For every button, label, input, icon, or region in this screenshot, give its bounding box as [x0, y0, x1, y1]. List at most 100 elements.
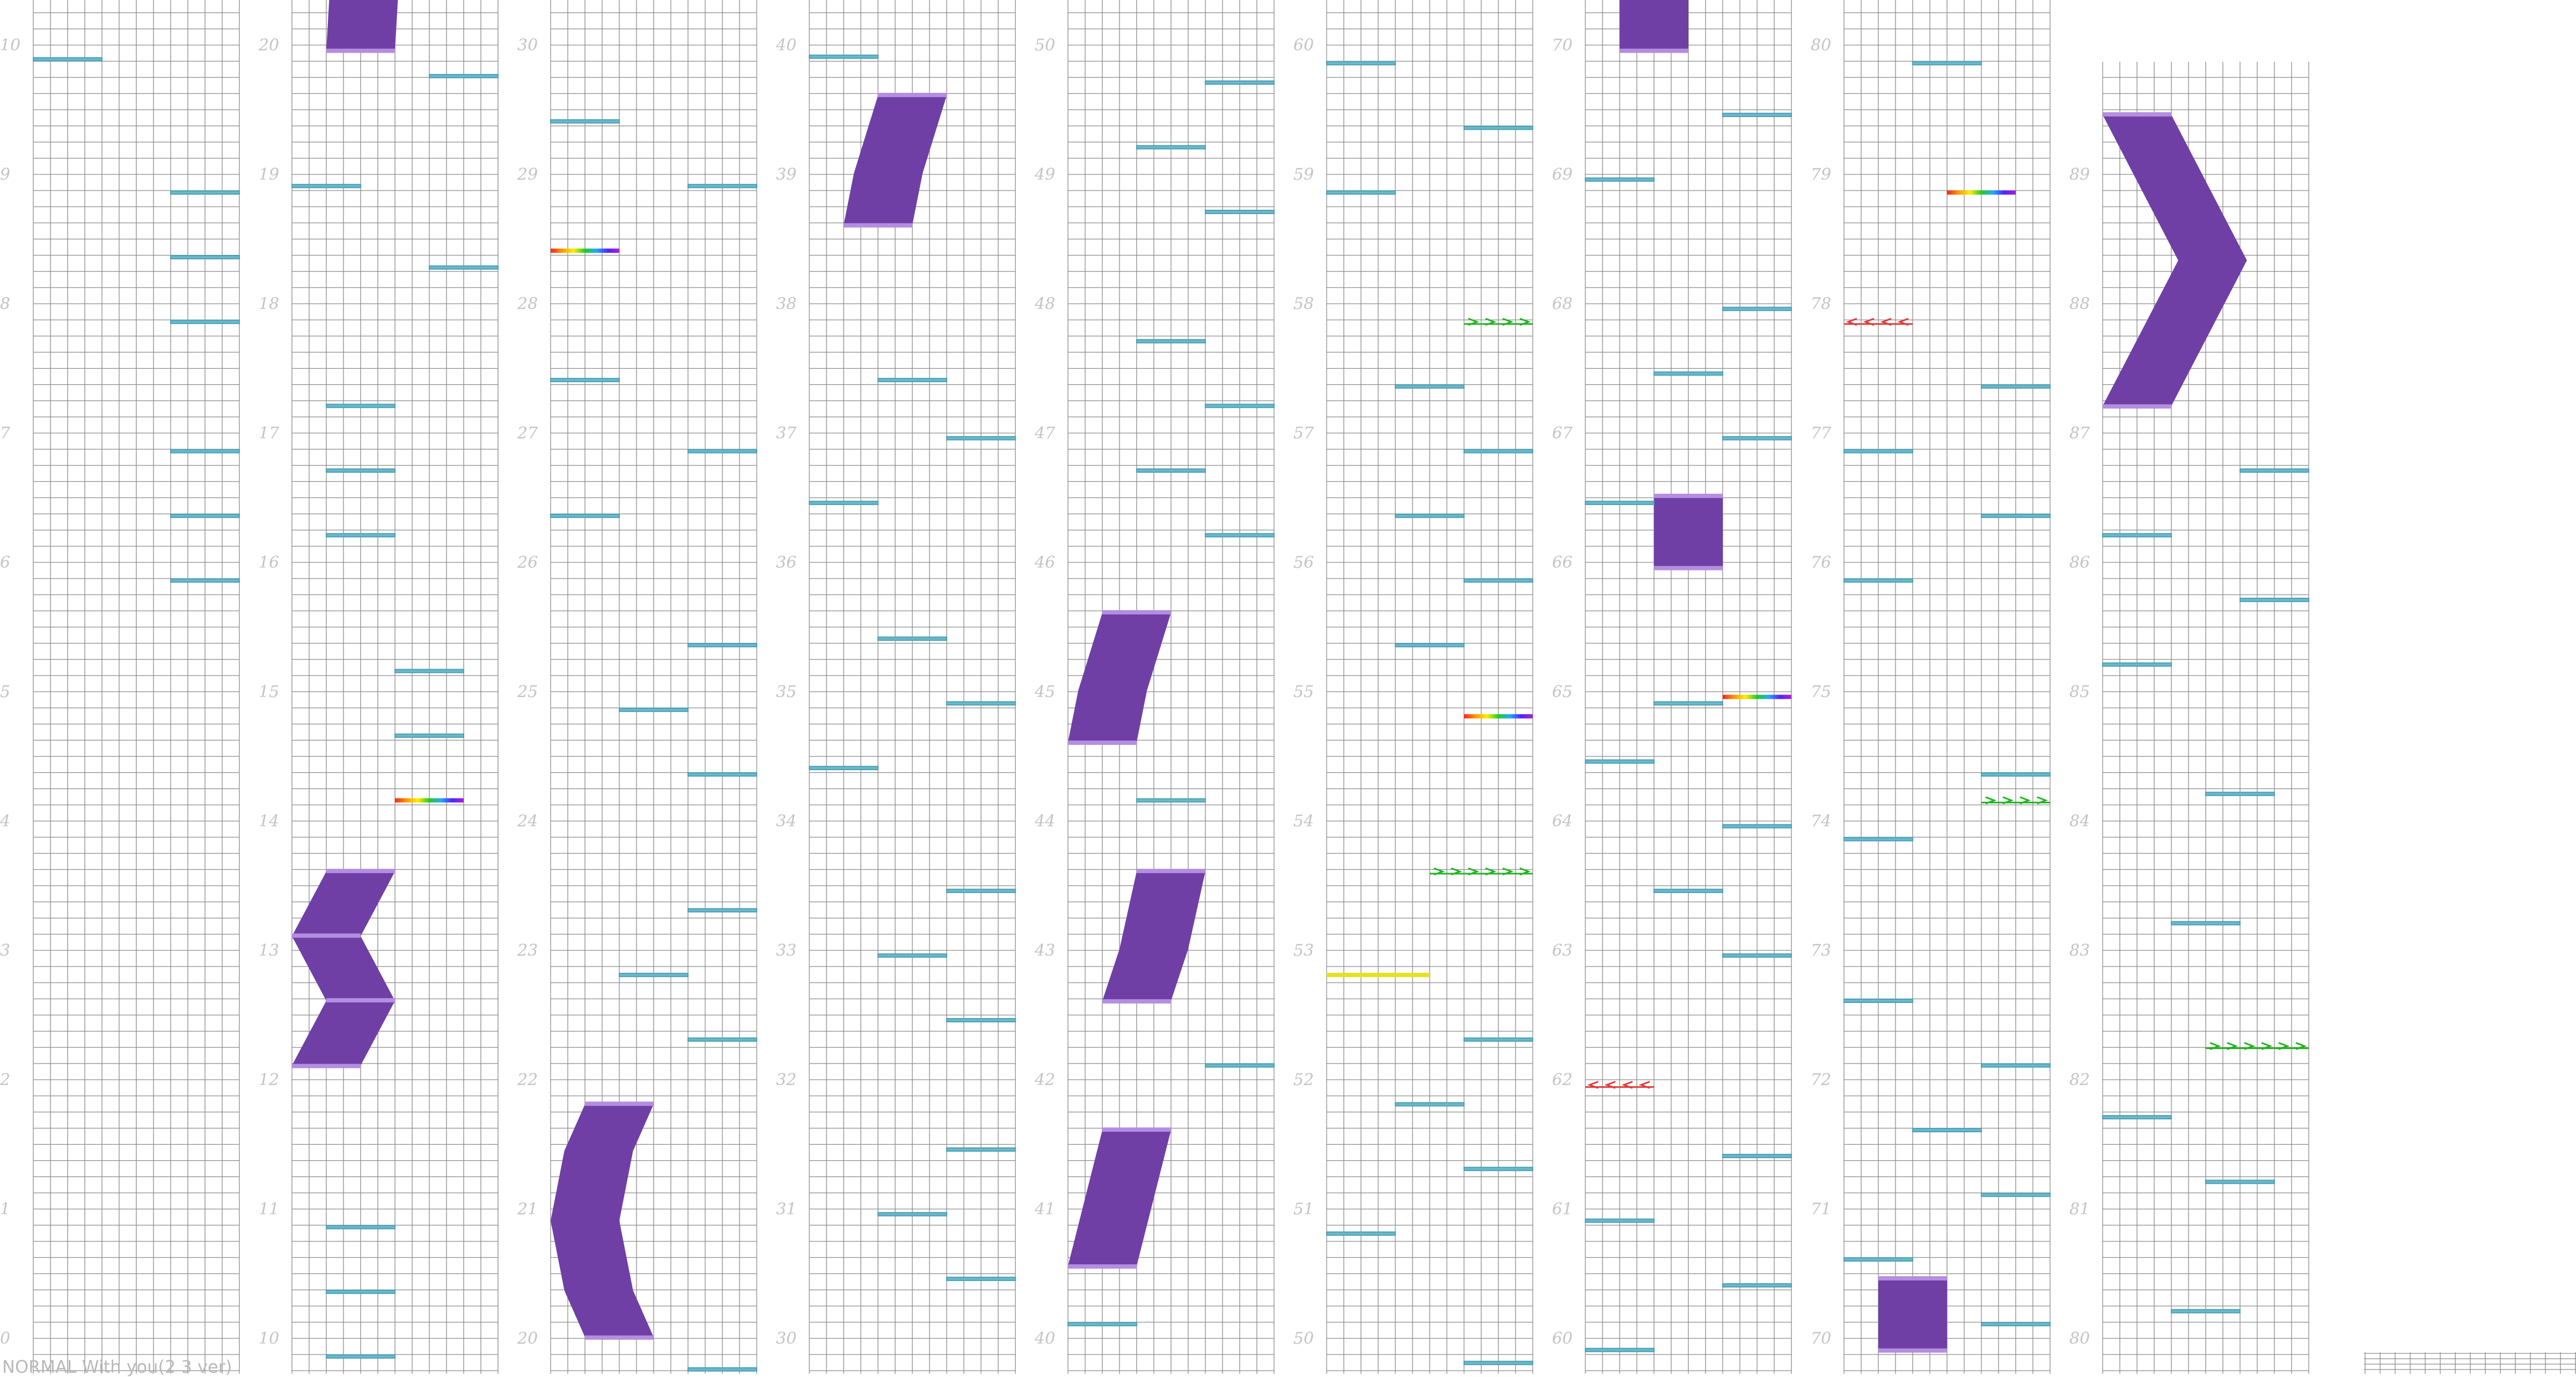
measure-label: 51: [1293, 1200, 1314, 1219]
tap-note: [1585, 501, 1655, 506]
hold-end-cap: [326, 998, 395, 1002]
mini-timeline: [2364, 1352, 2576, 1374]
tap-note: [1981, 1063, 2051, 1068]
measure-label: 23: [517, 941, 538, 960]
measure-label: 47: [1035, 424, 1056, 443]
flick-right-arrow: [2295, 1042, 2307, 1050]
measure-label: 67: [1552, 424, 1573, 443]
tap-note: [1981, 384, 2051, 389]
tap-note: [1326, 190, 1396, 195]
tap-note: [877, 1212, 947, 1217]
measure-label: 62: [1552, 1071, 1572, 1089]
tap-note: [170, 514, 240, 518]
measure-label: 60: [1552, 1329, 1572, 1348]
rainbow-note: [1464, 714, 1533, 719]
measure-label: 61: [1552, 1200, 1572, 1219]
tap-note: [326, 468, 396, 473]
tap-note: [1722, 1283, 1792, 1288]
tap-note: [1912, 1127, 1982, 1132]
tap-note: [687, 184, 757, 188]
tap-note: [1205, 80, 1275, 85]
tap-note: [394, 733, 464, 738]
tap-note: [2240, 597, 2309, 602]
tap-note: [2171, 921, 2241, 926]
measure-label: 50: [1035, 36, 1055, 55]
measure-label: 2: [0, 1071, 10, 1089]
measure-label: 76: [1811, 553, 1831, 572]
tap-note: [170, 190, 240, 195]
tap-note: [1395, 514, 1465, 518]
tap-note: [170, 255, 240, 260]
tap-note: [687, 1037, 757, 1042]
measure-label: 24: [517, 812, 538, 831]
tap-note: [170, 578, 240, 583]
hold-end-cap: [878, 92, 947, 97]
grid: [1326, 0, 1533, 1374]
measure-label: 83: [2069, 941, 2090, 960]
flick-left-arrow: [1880, 318, 1892, 326]
tap-note: [2102, 533, 2172, 538]
rainbow-note: [551, 248, 619, 253]
measure-label: 40: [1035, 1329, 1055, 1348]
tap-note: [619, 972, 689, 977]
flick-left-arrow: [1638, 1081, 1650, 1089]
measure-label: 40: [776, 36, 796, 55]
tap-note: [1843, 578, 1913, 583]
hold-end-cap: [292, 1064, 361, 1068]
tap-note: [1653, 371, 1723, 376]
hold-note: [1878, 1279, 1947, 1350]
tap-note: [1722, 824, 1792, 829]
tap-note: [1653, 889, 1723, 893]
hold-end-cap: [844, 223, 912, 228]
measure-label: 21: [517, 1200, 538, 1219]
measure-label: 86: [2069, 553, 2090, 572]
tap-note: [1981, 772, 2051, 777]
tap-note: [1843, 449, 1913, 453]
measure-label: 58: [1293, 295, 1314, 313]
tap-note: [2205, 1180, 2275, 1184]
tap-note: [1585, 177, 1655, 182]
flick-left-arrow: [1897, 318, 1909, 326]
measure-label: 35: [776, 683, 796, 701]
tap-note: [809, 501, 879, 506]
flick-right-note: [2206, 1042, 2309, 1050]
measure-label: 28: [517, 295, 538, 313]
tap-note: [1205, 1063, 1275, 1068]
tap-note: [1981, 1192, 2051, 1197]
tap-note: [429, 265, 499, 270]
flick-right-arrow: [1485, 318, 1497, 326]
tap-note: [1463, 1167, 1533, 1171]
tap-note: [429, 74, 499, 78]
measure-label: 4: [0, 812, 10, 831]
measure-label: 3: [0, 941, 10, 960]
measure-label: 15: [259, 683, 279, 701]
tap-note: [946, 1018, 1016, 1023]
measure-label: 75: [1811, 683, 1831, 701]
tap-note: [1326, 61, 1396, 65]
flick-right-arrow: [1502, 867, 1514, 876]
grid: [291, 0, 499, 1374]
hold-note: [1620, 0, 1688, 50]
tap-note: [33, 57, 103, 62]
hold-end-cap: [585, 1335, 654, 1340]
measure-label: 79: [1811, 165, 1831, 184]
hold-note: [292, 871, 395, 936]
tap-note: [1205, 404, 1275, 408]
measure-label: 65: [1552, 683, 1572, 701]
measure-label: 14: [259, 812, 279, 831]
tap-note: [1585, 1347, 1655, 1352]
measure-label: 80: [2069, 1329, 2090, 1348]
flick-right-arrow: [1519, 318, 1531, 326]
tap-note: [1722, 113, 1792, 118]
tap-note: [1981, 514, 2051, 518]
tap-note: [1136, 798, 1206, 803]
hold-end-cap: [1620, 48, 1688, 53]
flick-right-arrow: [2037, 796, 2048, 804]
measure-label: 20: [259, 36, 279, 55]
yellow-note: [1327, 972, 1430, 977]
measure-label: 16: [259, 553, 279, 572]
tap-note: [1463, 1360, 1533, 1365]
measure-label: 27: [517, 424, 538, 443]
